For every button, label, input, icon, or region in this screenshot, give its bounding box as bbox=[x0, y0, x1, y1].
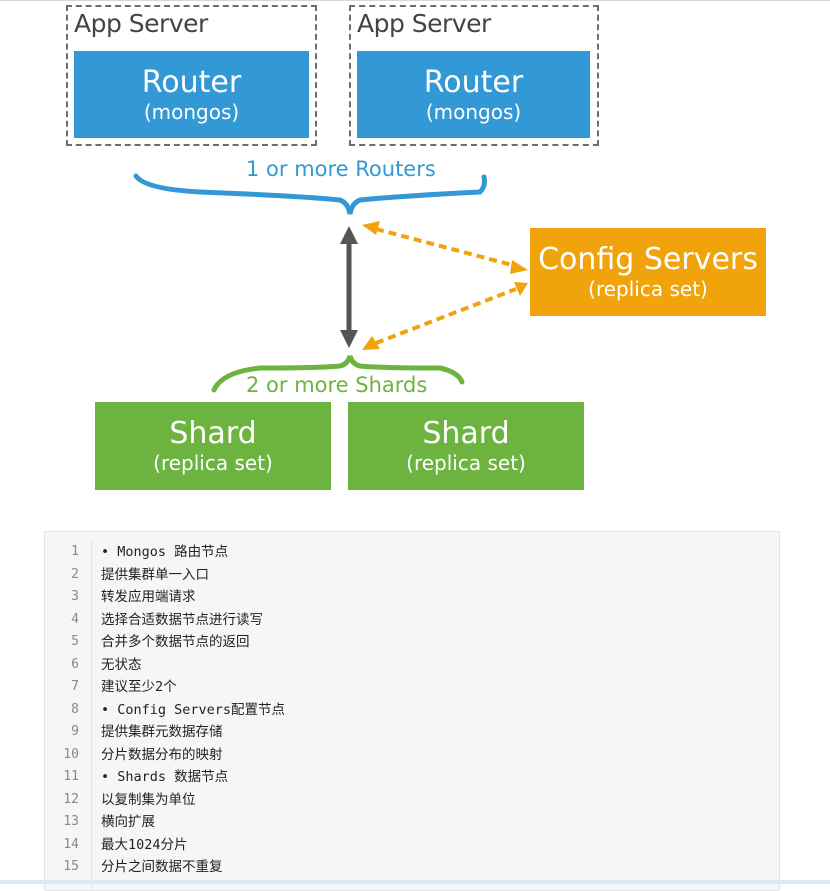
line-text: • Config Servers配置节点 bbox=[101, 701, 286, 718]
line-number: 8 bbox=[71, 701, 79, 717]
code-line: 10 分片数据分布的映射 bbox=[45, 744, 775, 766]
line-number: 4 bbox=[71, 611, 79, 627]
line-number: 11 bbox=[63, 769, 79, 784]
line-text: 无状态 bbox=[101, 656, 142, 673]
code-line: 2 提供集群单一入口 bbox=[45, 564, 775, 586]
config-servers-box: Config Servers (replica set) bbox=[530, 228, 766, 316]
line-number: 14 bbox=[63, 836, 79, 852]
code-line: 8 • Config Servers配置节点 bbox=[45, 699, 775, 721]
line-text: 分片之间数据不重复 bbox=[101, 859, 223, 875]
line-number: 10 bbox=[63, 746, 79, 762]
code-line: 15 分片之间数据不重复 bbox=[45, 856, 775, 878]
shard-box-1: Shard (replica set) bbox=[95, 402, 331, 490]
config-router-dashed-arrow bbox=[375, 227, 517, 268]
router-subtitle: (mongos) bbox=[143, 99, 240, 124]
app-server-label: App Server bbox=[74, 9, 208, 38]
config-subtitle: (replica set) bbox=[588, 277, 708, 301]
shards-brace bbox=[211, 355, 465, 393]
code-line: 7 建议至少2个 bbox=[45, 676, 775, 698]
shard-subtitle: (replica set) bbox=[153, 451, 273, 475]
line-text: 提供集群单一入口 bbox=[101, 566, 209, 583]
line-text: 提供集群元数据存储 bbox=[101, 724, 223, 740]
routers-brace bbox=[133, 173, 487, 215]
line-text: 最大1024分片 bbox=[101, 836, 188, 853]
line-text: 横向扩展 bbox=[101, 814, 155, 830]
router-subtitle: (mongos) bbox=[425, 99, 522, 124]
config-router-arrow-head-right bbox=[510, 260, 528, 274]
shard-title: Shard bbox=[422, 416, 510, 451]
line-number: 13 bbox=[63, 814, 79, 829]
router-box-2: Router (mongos) bbox=[357, 51, 590, 138]
app-server-1: App Server bbox=[66, 5, 317, 146]
line-text: 建议至少2个 bbox=[101, 679, 177, 695]
config-shard-dashed-arrow bbox=[375, 287, 517, 345]
config-title: Config Servers bbox=[538, 242, 758, 277]
line-number: 3 bbox=[71, 589, 79, 604]
config-shard-arrow-head-right bbox=[514, 282, 528, 296]
line-number: 1 bbox=[71, 544, 79, 559]
line-text: 分片数据分布的映射 bbox=[101, 746, 223, 763]
shards-brace-label: 2 or more Shards bbox=[246, 373, 428, 397]
code-line: 14 最大1024分片 bbox=[45, 834, 775, 856]
diagram-connectors bbox=[133, 173, 528, 393]
arrow-up-head bbox=[340, 226, 358, 244]
shard-box-2: Shard (replica set) bbox=[348, 402, 584, 490]
router-title: Router bbox=[423, 64, 524, 100]
router-title: Router bbox=[141, 64, 242, 100]
code-line: 4 选择合适数据节点进行读写 bbox=[45, 609, 775, 631]
app-server-label: App Server bbox=[357, 9, 491, 38]
code-line: 3 转发应用端请求 bbox=[45, 586, 775, 608]
line-number: 6 bbox=[71, 656, 79, 672]
code-line: 1 • Mongos 路由节点 bbox=[45, 541, 775, 563]
code-line: 13 横向扩展 bbox=[45, 811, 775, 833]
config-router-arrow-head-left bbox=[362, 221, 380, 235]
line-number: 5 bbox=[71, 634, 79, 649]
line-text: • Shards 数据节点 bbox=[101, 769, 229, 785]
line-text: 转发应用端请求 bbox=[101, 589, 196, 605]
line-text: • Mongos 路由节点 bbox=[101, 544, 229, 560]
line-number: 9 bbox=[71, 724, 79, 739]
code-line: 11 • Shards 数据节点 bbox=[45, 766, 775, 788]
gutter-separator bbox=[91, 540, 92, 890]
code-line: 6 无状态 bbox=[45, 654, 775, 676]
line-number: 2 bbox=[71, 566, 79, 582]
app-server-2: App Server bbox=[349, 5, 599, 146]
line-number: 15 bbox=[63, 859, 79, 874]
arrow-down-head bbox=[340, 330, 358, 348]
router-box-1: Router (mongos) bbox=[74, 51, 309, 138]
line-text: 选择合适数据节点进行读写 bbox=[101, 611, 263, 628]
code-line: 12 以复制集为单位 bbox=[45, 789, 775, 811]
code-line: 9 提供集群元数据存储 bbox=[45, 721, 775, 743]
config-shard-arrow-head-left bbox=[362, 336, 380, 350]
bottom-strip bbox=[0, 880, 830, 884]
routers-brace-label: 1 or more Routers bbox=[246, 157, 436, 181]
shard-title: Shard bbox=[169, 416, 257, 451]
code-line: 5 合并多个数据节点的返回 bbox=[45, 631, 775, 653]
line-text: 以复制集为单位 bbox=[101, 791, 196, 808]
line-number: 12 bbox=[63, 791, 79, 807]
top-divider bbox=[0, 0, 830, 1]
code-block: 1 • Mongos 路由节点 2 提供集群单一入口 3 转发应用端请求 4 选… bbox=[44, 531, 780, 891]
line-number: 7 bbox=[71, 679, 79, 694]
shard-subtitle: (replica set) bbox=[406, 451, 526, 475]
line-text: 合并多个数据节点的返回 bbox=[101, 634, 250, 650]
